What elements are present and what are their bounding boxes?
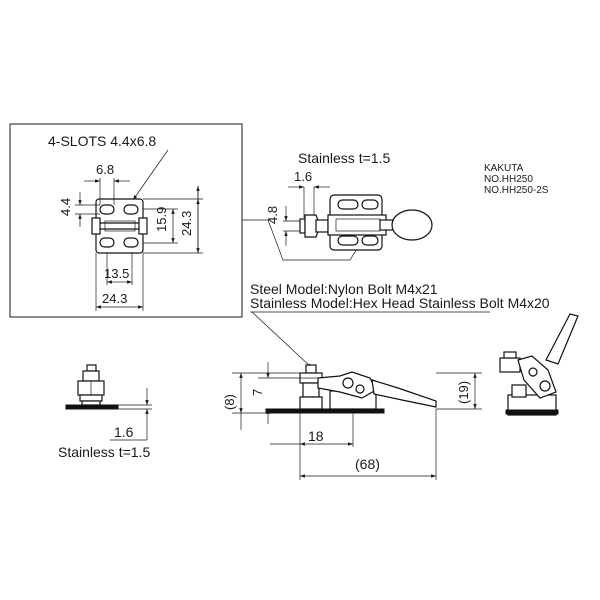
side-view-dim-7: 7 bbox=[250, 389, 265, 396]
top-view-material-note: Stainless t=1.5 bbox=[298, 150, 390, 166]
detail-title: 4-SLOTS 4.4x6.8 bbox=[48, 133, 156, 149]
side-view-dim-8: (8) bbox=[222, 394, 237, 410]
dim-6-8: 6.8 bbox=[96, 162, 114, 177]
detail-callout-leader bbox=[242, 219, 359, 261]
base-plate-drawing bbox=[91, 198, 148, 254]
detail-box: 4-SLOTS 4.4x6.8 6.8 4.4 bbox=[9, 123, 243, 318]
dim-4-4: 4.4 bbox=[58, 198, 73, 216]
product-label: KAKUTA NO.HH250 NO.HH250-2S bbox=[484, 163, 549, 196]
bolt-notes: Steel Model:Nylon Bolt M4x21 Stainless M… bbox=[250, 281, 550, 369]
end-view-dim-1-6: 1.6 bbox=[114, 424, 134, 440]
dim-13-5: 13.5 bbox=[104, 266, 129, 281]
label-hh250-2s: NO.HH250-2S bbox=[484, 185, 549, 196]
side-view-dim-19: (19) bbox=[456, 381, 471, 404]
side-view: (8) 7 (19) 18 (68) bbox=[222, 362, 482, 480]
detail-frame bbox=[9, 123, 243, 318]
title-leader bbox=[132, 149, 169, 201]
dim-24-3-vertical: 24.3 bbox=[179, 211, 194, 236]
bolt-note-leader bbox=[251, 311, 313, 369]
label-kakuta: KAKUTA bbox=[484, 163, 524, 174]
side-view-dim-68: (68) bbox=[355, 456, 380, 472]
dim-15-9: 15.9 bbox=[154, 207, 169, 232]
side-view-dim-18: 18 bbox=[308, 428, 324, 444]
top-view: Stainless t=1.5 1.6 4.8 bbox=[265, 150, 433, 251]
top-view-dim-4-8: 4.8 bbox=[265, 206, 280, 224]
label-hh250: NO.HH250 bbox=[484, 174, 533, 185]
open-position-view bbox=[499, 313, 579, 416]
stainless-bolt-note: Stainless Model:Hex Head Stainless Bolt … bbox=[250, 295, 550, 311]
end-view: 1.6 Stainless t=1.5 bbox=[58, 364, 152, 460]
end-view-material-note: Stainless t=1.5 bbox=[58, 444, 150, 460]
steel-bolt-note: Steel Model:Nylon Bolt M4x21 bbox=[250, 281, 438, 297]
dim-24-3-horizontal: 24.3 bbox=[102, 291, 127, 306]
top-view-dim-1-6: 1.6 bbox=[294, 169, 312, 184]
